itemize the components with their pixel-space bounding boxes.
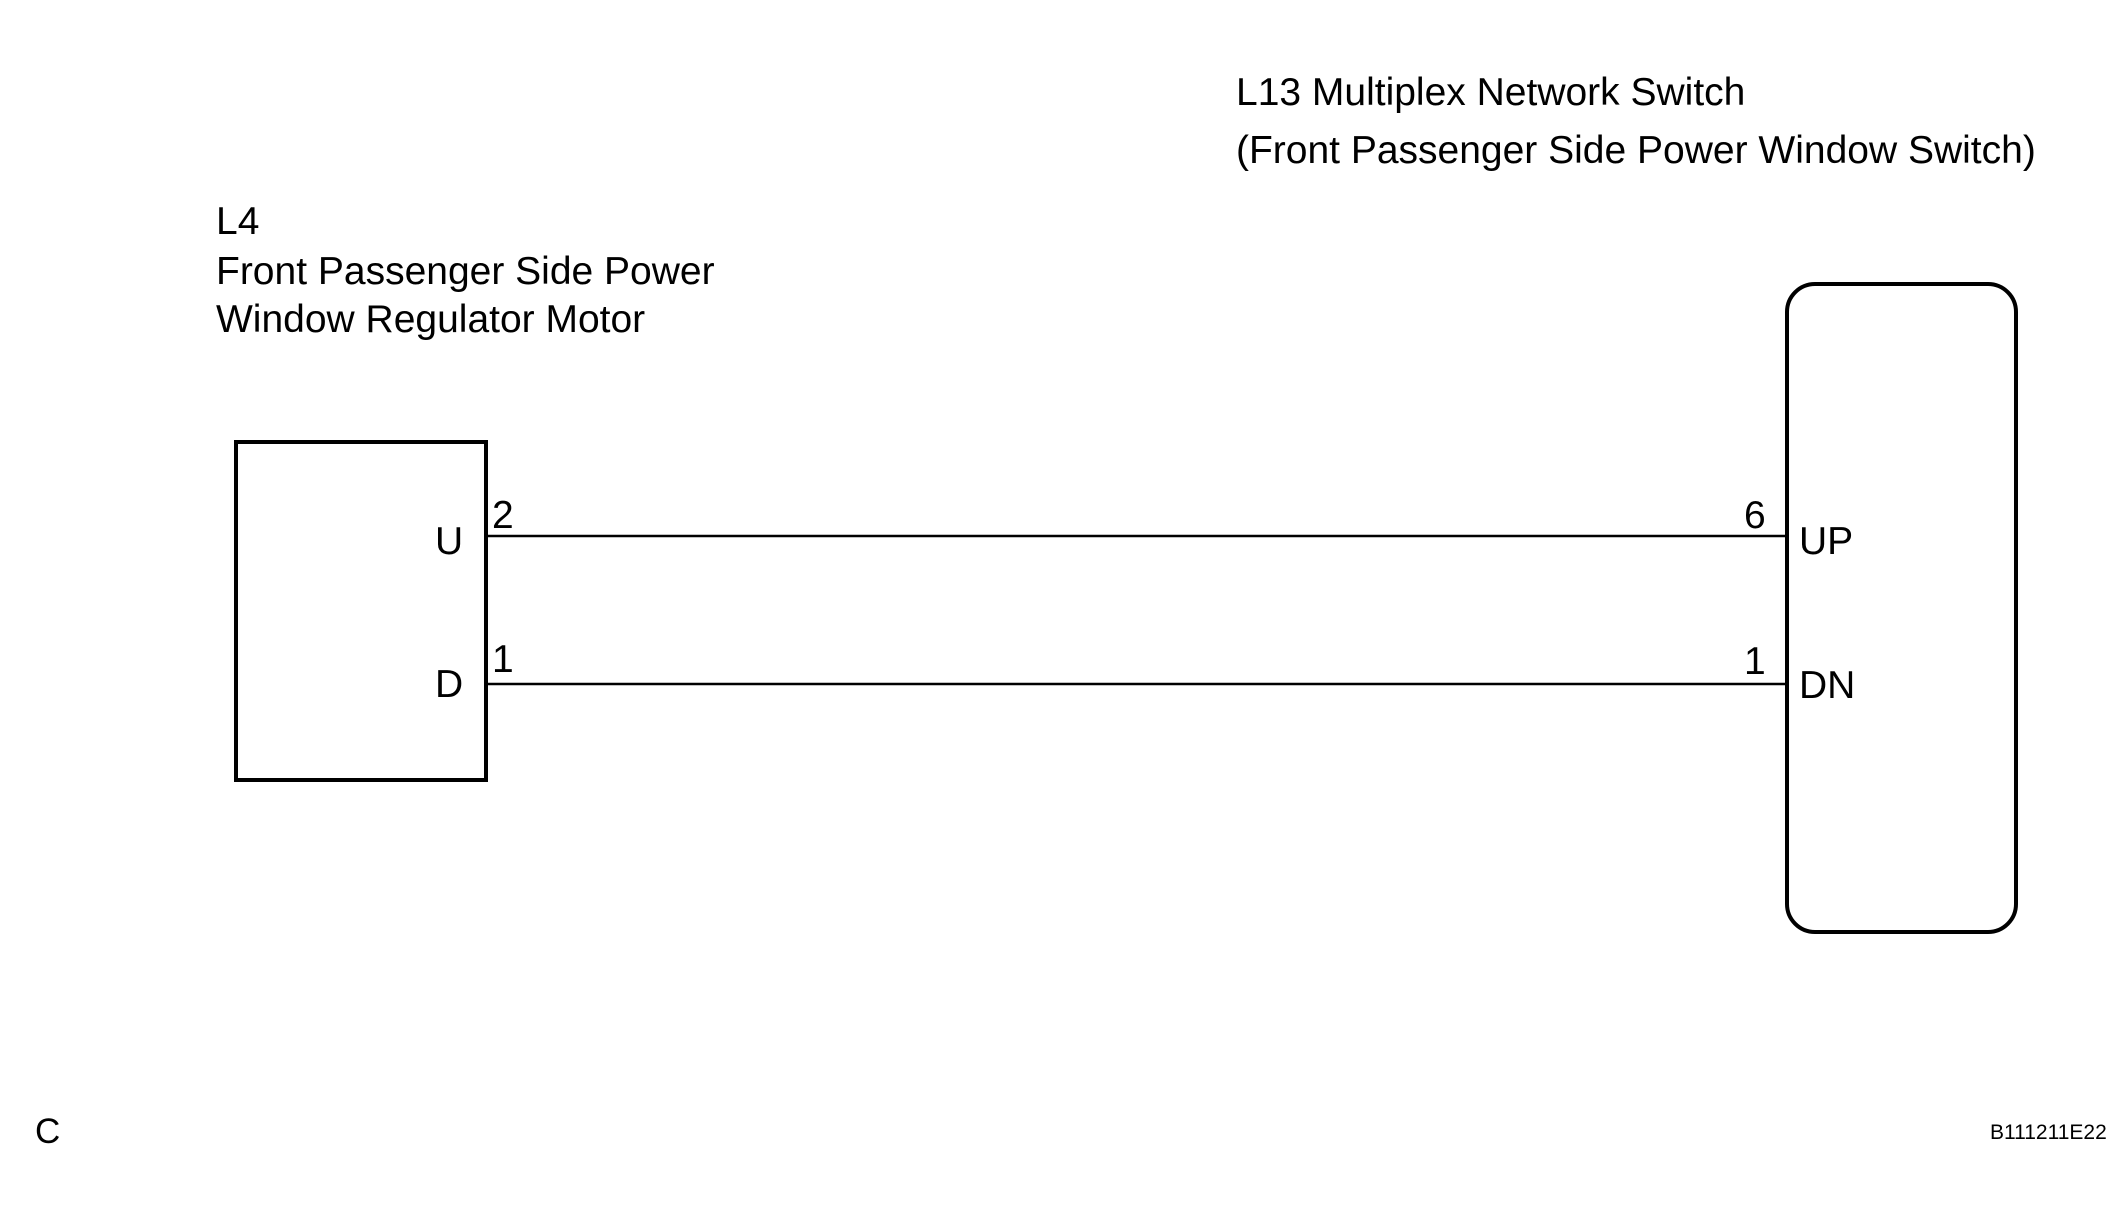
pin-number-dn: 1 xyxy=(1744,640,1766,683)
pin-number-u: 2 xyxy=(492,494,514,537)
terminal-name-d: D xyxy=(435,663,464,706)
motor-name-line1: Front Passenger Side Power xyxy=(216,250,715,293)
terminal-name-dn: DN xyxy=(1799,664,1856,707)
pin-number-d: 1 xyxy=(492,638,514,681)
corner-mark: C xyxy=(35,1112,61,1151)
switch-box xyxy=(1785,282,2018,934)
pin-number-up: 6 xyxy=(1744,494,1766,537)
motor-name-line2: Window Regulator Motor xyxy=(216,298,646,341)
switch-title-line2: (Front Passenger Side Power Window Switc… xyxy=(1236,129,2036,172)
motor-code: L4 xyxy=(216,200,260,243)
figure-code: B111211E22 xyxy=(1990,1121,2107,1144)
terminal-name-up: UP xyxy=(1799,520,1854,563)
terminal-name-u: U xyxy=(435,520,464,563)
motor-box xyxy=(234,440,488,782)
switch-title-line1: L13 Multiplex Network Switch xyxy=(1236,71,1746,114)
